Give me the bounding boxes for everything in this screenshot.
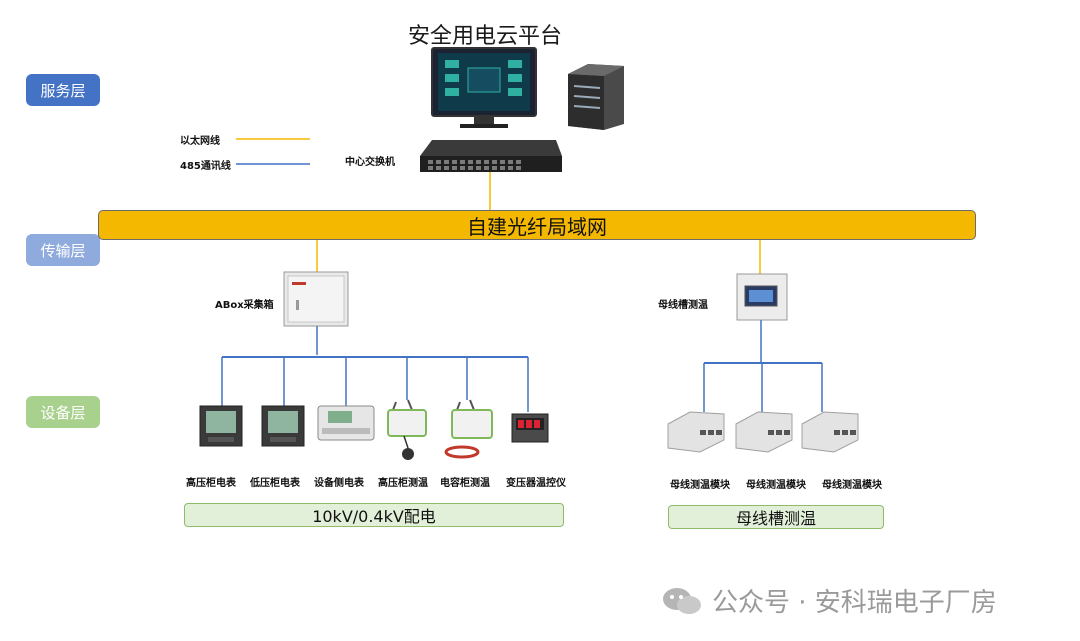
device-label-hv-meter: 高压柜电表 [186,478,236,489]
server-icon [568,64,624,130]
equipment-meter-icon [317,405,375,441]
lv-meter-icon [261,405,305,447]
busbar-monitor-icon [736,273,788,321]
busbar-module-icon-3 [801,411,859,453]
device-label-capacitor-temp: 电容柜测温 [440,478,490,489]
legend-485-label: 485通讯线 [180,161,231,172]
monitor-icon [431,47,537,128]
device-label-lv-meter: 低压柜电表 [250,478,300,489]
device-label-equipment-meter: 设备侧电表 [314,478,364,489]
busbar-module-icon-1 [667,411,725,453]
device-label-hv-temp: 高压柜测温 [378,478,428,489]
platform-title: 安全用电云平台 [407,24,562,49]
device-label-transformer: 变压器温控仪 [506,478,566,489]
hv-meter-icon [199,405,243,447]
transport-layer-badge: 传输层 [26,234,100,266]
busbar-module-icon-2 [735,411,793,453]
switch-label: 中心交换机 [345,157,395,168]
device-label-busbar-module-1: 母线测温模块 [670,480,730,491]
service-layer-badge: 服务层 [26,74,100,106]
abox-label: ABox采集箱 [215,300,274,311]
device-layer-badge: 设备层 [26,396,100,428]
fiber-lan-bus: 自建光纤局域网 [98,210,976,240]
wechat-icon [663,587,701,614]
watermark: 公众号 · 安科瑞电子厂房 [660,582,997,619]
watermark-text: 公众号 · 安科瑞电子厂房 [712,588,997,618]
busbar-label: 母线槽测温 [658,300,708,311]
switch-icon [420,140,562,172]
device-label-busbar-module-3: 母线测温模块 [822,480,882,491]
device-label-busbar-module-2: 母线测温模块 [746,480,806,491]
abox-icon [283,271,349,327]
busbar-category-box: 母线槽测温 [668,505,884,529]
distribution-category-box: 10kV/0.4kV配电 [184,503,564,527]
legend-ethernet-label: 以太网线 [180,136,220,147]
transformer-controller-icon [511,413,549,443]
hv-temp-sensor-icon [387,399,427,460]
capacitor-temp-sensor-icon [444,399,493,459]
